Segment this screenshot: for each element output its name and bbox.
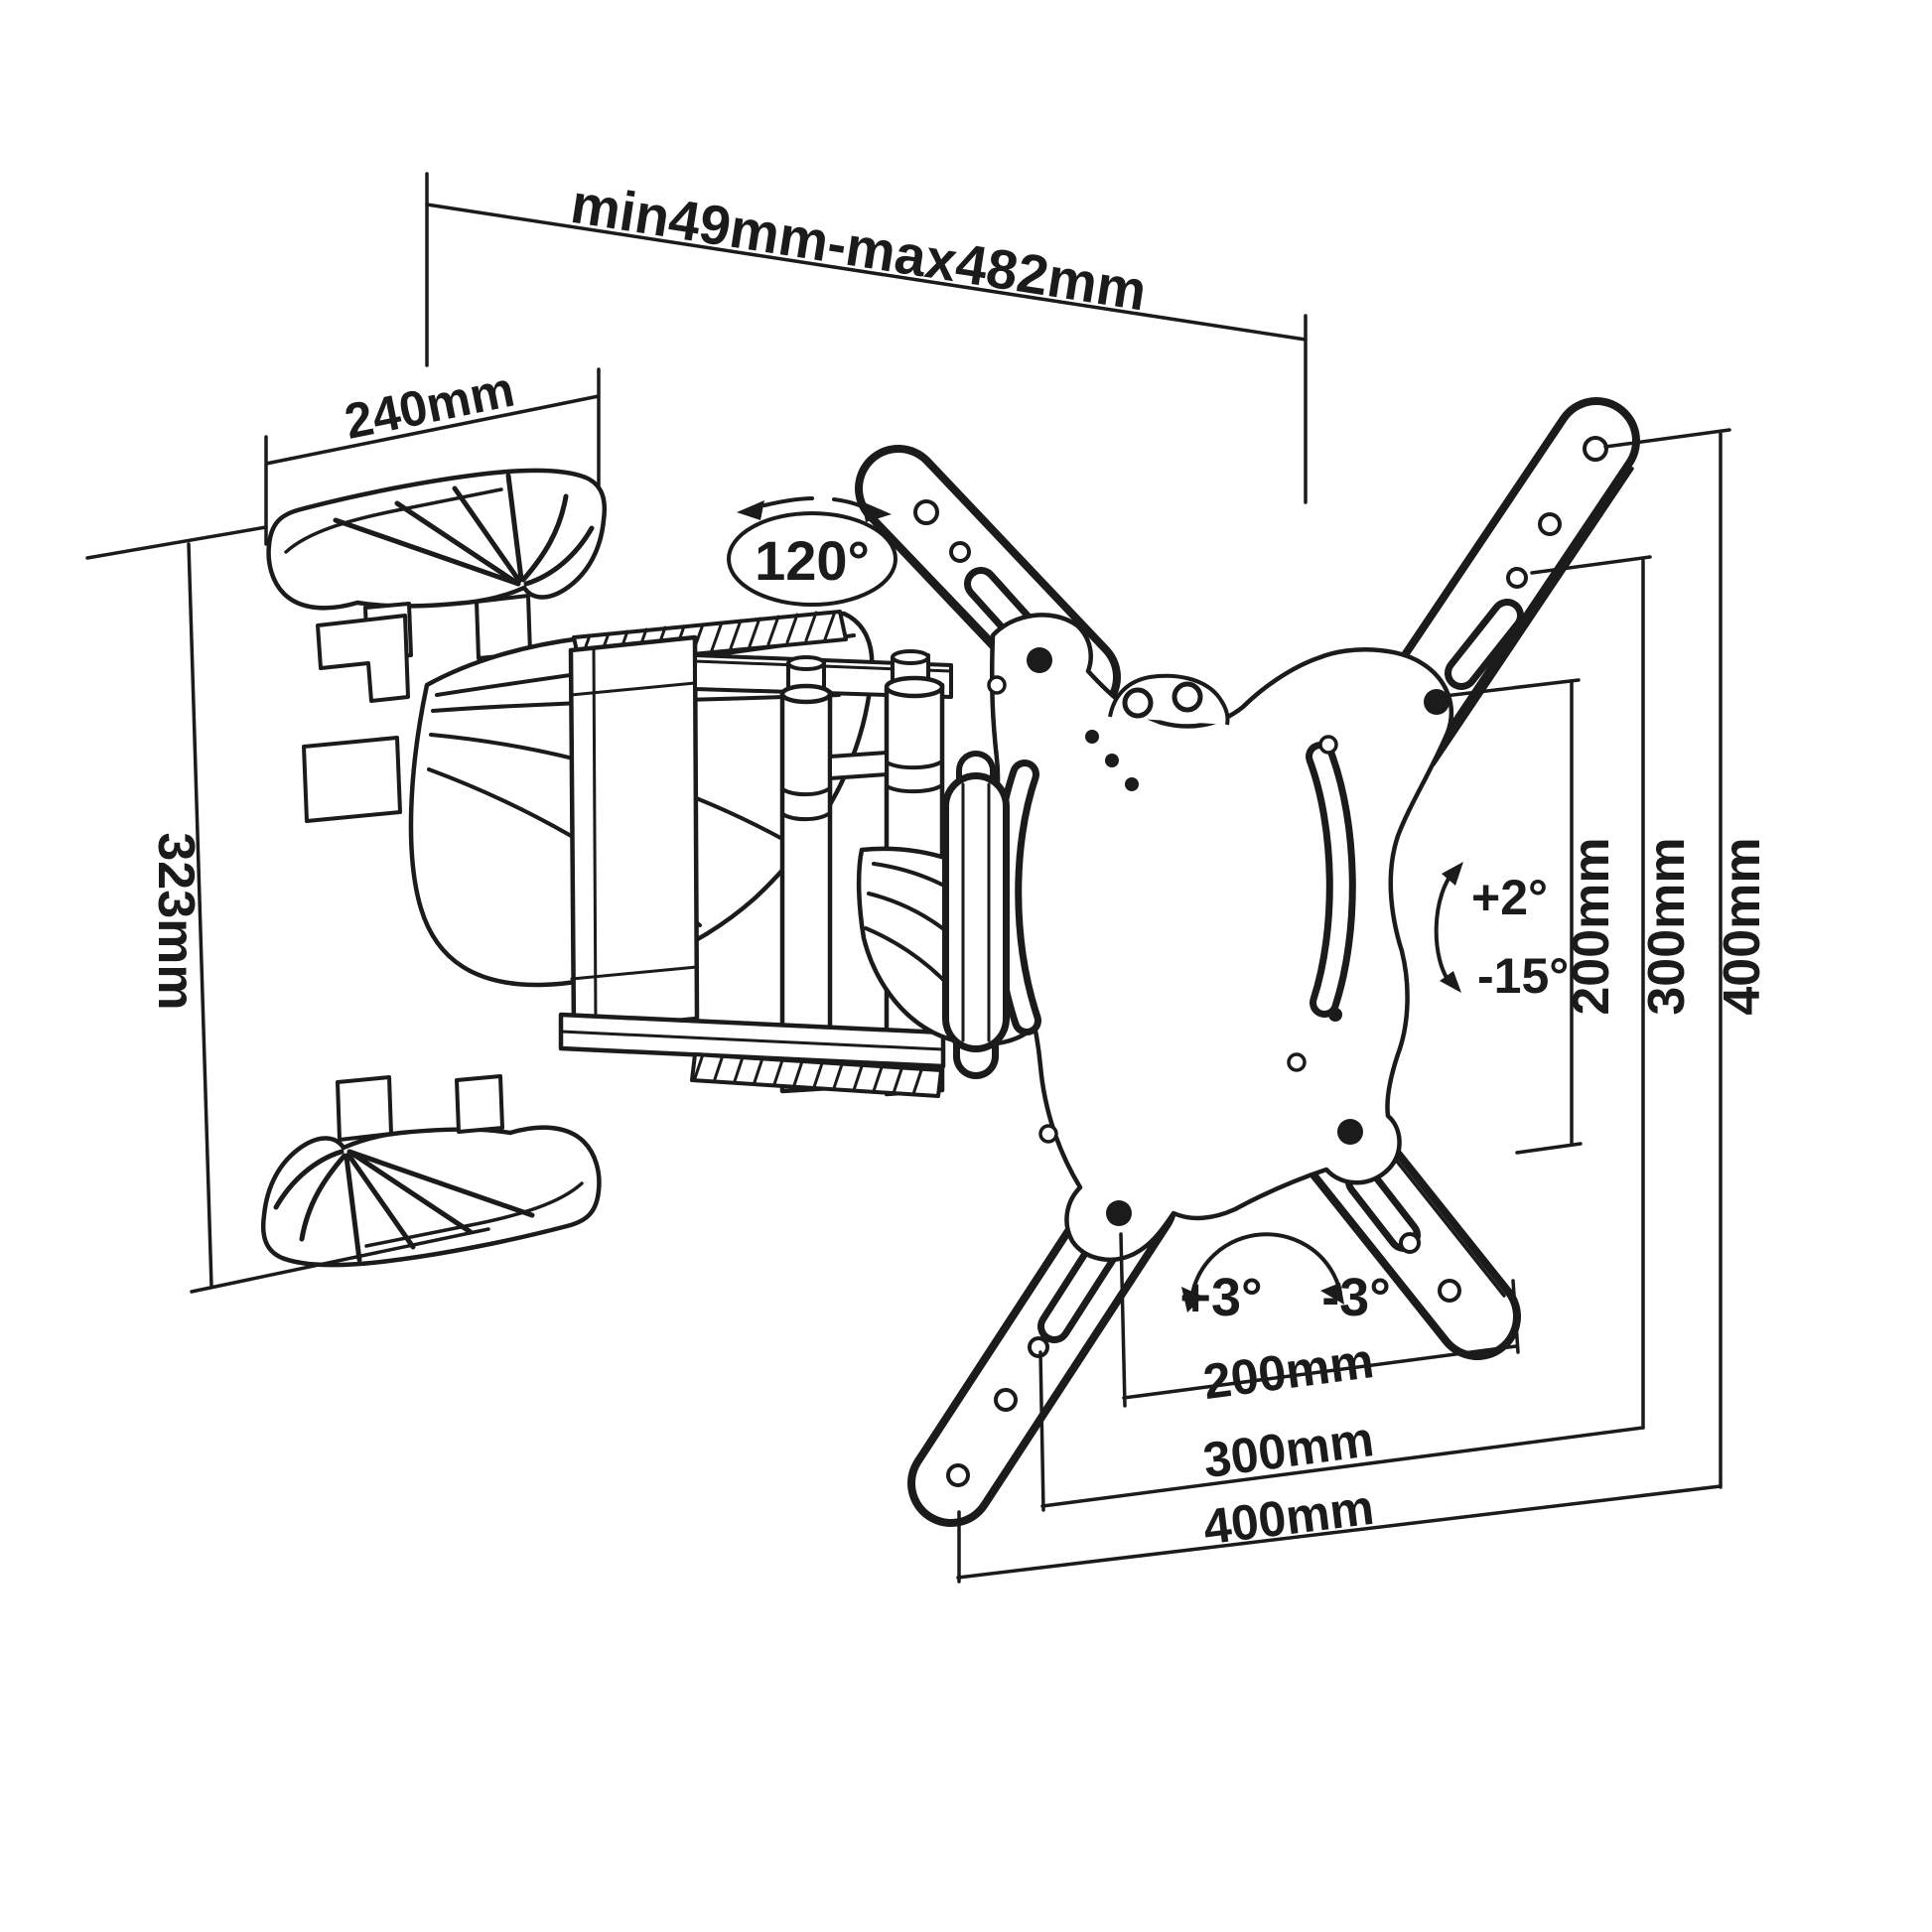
- label-vesa-h400: 400mm: [1200, 1479, 1377, 1556]
- label-vesa-v300: 300mm: [1638, 837, 1696, 1015]
- label-vesa-h200: 200mm: [1200, 1332, 1377, 1410]
- hinge-column: [942, 751, 1010, 1079]
- dim-323: [85, 525, 490, 1294]
- angle-symbols: [727, 496, 1463, 1312]
- swivel-arrow-right-icon: [862, 501, 892, 522]
- dim-h200: [1119, 1232, 1520, 1408]
- label-tilt-down: -15°: [1477, 948, 1569, 1004]
- label-tilt-up: +2°: [1471, 870, 1548, 925]
- dim-v200: [1443, 678, 1583, 1155]
- label-swivel-angle: 120°: [755, 529, 870, 592]
- label-extension-range: min49mm-max482mm: [567, 172, 1151, 323]
- ext-dim-line: [425, 203, 1308, 342]
- label-level-left: +3°: [1179, 1268, 1262, 1327]
- wall-bracket-assembly: [263, 468, 1054, 1265]
- label-level-right: -3°: [1321, 1268, 1391, 1327]
- label-vesa-h300: 300mm: [1200, 1411, 1377, 1488]
- label-wall-plate-width: 240mm: [341, 361, 519, 450]
- dim-h400: [956, 1484, 1723, 1584]
- label-vesa-v400: 400mm: [1714, 837, 1771, 1015]
- label-vesa-v200: 200mm: [1563, 837, 1620, 1015]
- level-arc: [1189, 1232, 1342, 1303]
- dim-h300: [1038, 1350, 1645, 1512]
- swivel-arrow-left-icon: [737, 500, 764, 520]
- vesa-plate-assembly: [855, 397, 1640, 1527]
- dim-v400: [1603, 428, 1731, 1489]
- tilt-arc: [1434, 868, 1457, 987]
- wing-ribs: [333, 473, 595, 587]
- wall-plate-bottom-wing: [263, 1076, 599, 1265]
- dimension-lines: [85, 172, 1731, 1584]
- swivel-ellipse: [727, 511, 897, 607]
- vesa-plate-details: [987, 647, 1449, 1226]
- label-wall-plate-height: 323mm: [147, 832, 205, 1010]
- dim-v300: [1530, 555, 1652, 1430]
